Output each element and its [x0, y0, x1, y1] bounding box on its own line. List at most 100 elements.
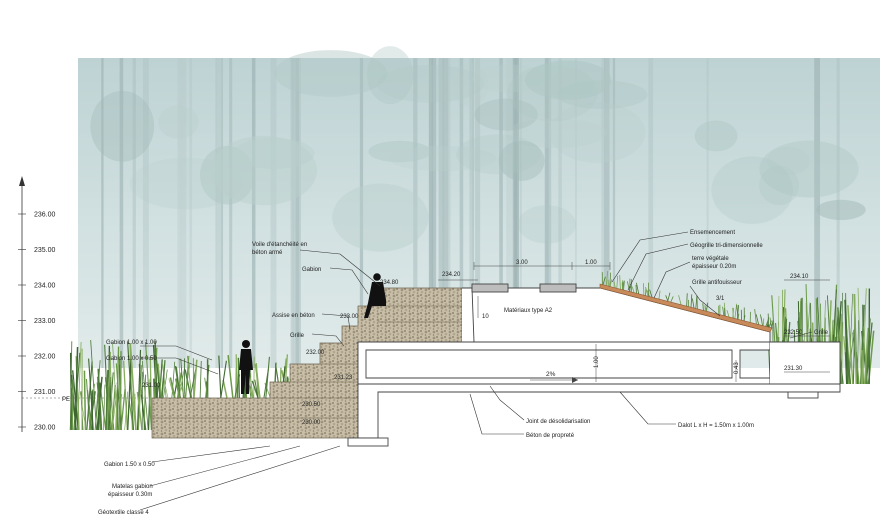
reed-blade: [844, 352, 847, 385]
reed-blade: [265, 356, 270, 399]
reed-blade: [163, 369, 168, 399]
reed-blade: [844, 300, 848, 385]
reed-blade: [161, 360, 166, 399]
tree-foliage: [549, 67, 594, 104]
grass-blade: [690, 294, 693, 308]
label-matelas-2: épaisseur 0.30m: [108, 492, 152, 498]
labels-center: Matériaux type A2 Joint de désolidarisat…: [504, 308, 754, 439]
tree-trunk: [180, 58, 187, 368]
grass-blade: [626, 281, 631, 292]
tree-trunk: [475, 58, 481, 368]
grass-blade: [732, 307, 735, 319]
tree-trunk: [215, 58, 217, 368]
reed-blade: [103, 384, 106, 431]
reed-blade: [187, 355, 193, 399]
label-gabion-100: Gabion 1.00 x 1.00: [106, 340, 157, 346]
dim-100: 1.00: [585, 260, 597, 266]
tree-trunk: [177, 58, 182, 368]
ground-mask: [78, 368, 880, 526]
reed-blade: [129, 344, 137, 431]
reed-blade: [107, 386, 113, 431]
grass-blade: [678, 295, 682, 305]
tree-foliage: [694, 120, 738, 152]
reed-blade: [218, 355, 222, 399]
scale-tick-label: 236.00: [34, 212, 56, 219]
tree-foliage: [368, 140, 431, 163]
tree-foliage: [507, 64, 598, 122]
reed-blade: [127, 357, 132, 431]
grass-blade: [670, 296, 674, 303]
level-233-00: 233.00: [340, 314, 359, 320]
scale-tick-label: 233.00: [34, 318, 56, 325]
tree-trunk: [604, 58, 609, 368]
grass-blade: [769, 317, 772, 328]
tree-foliage: [274, 50, 388, 97]
scale-tick-label: 234.00: [34, 283, 56, 290]
tree-foliage: [158, 105, 199, 139]
reed-blade: [74, 346, 79, 431]
reed-blade: [109, 356, 114, 431]
tree-foliage: [332, 183, 429, 252]
grass-blade: [734, 303, 738, 319]
label-ensemencement: Ensemencement: [690, 230, 735, 236]
level-231-23: 231.23: [334, 375, 353, 381]
level-234-10: 234.10: [790, 274, 809, 280]
grass-blade: [765, 320, 769, 327]
tree-trunk: [814, 58, 821, 368]
grass-blade: [705, 302, 709, 312]
grass-blade: [722, 306, 725, 316]
tree-trunk: [499, 58, 503, 368]
reed-blade: [199, 360, 202, 399]
tree-trunk: [359, 58, 364, 368]
tree-trunk: [270, 58, 277, 368]
reed-blade: [193, 359, 198, 399]
reed-blade: [120, 388, 126, 431]
tree-foliage: [474, 98, 538, 131]
dimensions: 3.00 1.00 10 1.00 0.43 2%: [473, 260, 740, 383]
tree-foliage: [377, 64, 485, 103]
scale-tick-label: 232.00: [34, 354, 56, 361]
label-dalot: Dalot L x H = 1.50m x 1.00m: [678, 423, 754, 429]
label-terre-1: terre végétale: [692, 256, 729, 262]
scale-tick-label: 235.00: [34, 247, 56, 254]
grass-blade: [759, 314, 763, 326]
reed-blade: [179, 382, 186, 399]
label-voile-1: Voile d'étanchéité en: [252, 242, 307, 248]
reed-blade: [79, 392, 87, 431]
grass-blade: [726, 310, 730, 318]
reed-blade: [184, 369, 192, 399]
dim-h100: 1.00: [594, 356, 600, 368]
reed-blade: [136, 349, 142, 431]
label-grille: Grille: [290, 333, 305, 339]
level-234-80: 234.80: [380, 280, 399, 286]
grass-blade: [631, 286, 635, 293]
grass-slope: [601, 270, 774, 328]
level-230-50: 230.50: [302, 402, 321, 408]
reed-blade: [115, 395, 118, 431]
tree-trunk: [547, 58, 552, 368]
tree-foliage: [816, 199, 866, 220]
leader-lines: [139, 231, 830, 511]
grass-blade: [619, 275, 621, 290]
grass-blade: [737, 313, 740, 320]
reed-blade: [86, 361, 93, 431]
reed-blade: [857, 320, 859, 385]
grass-blade: [645, 288, 647, 296]
tree-foliage: [711, 156, 794, 224]
tree-trunk: [472, 58, 475, 368]
grass-blade: [613, 281, 616, 289]
tree-foliage: [388, 145, 497, 172]
tree-foliage: [452, 62, 489, 108]
reed-blade: [234, 374, 241, 399]
tree-trunk: [292, 58, 299, 368]
tree-foliage: [759, 165, 800, 206]
reed-blade: [88, 358, 94, 431]
reed-blade: [164, 382, 169, 399]
grass-blade: [736, 304, 739, 320]
reed-blade: [123, 360, 128, 431]
tree-trunk: [229, 58, 233, 368]
reed-blade: [136, 391, 143, 431]
tree-foliage: [472, 64, 546, 93]
tree-foliage: [766, 146, 810, 176]
